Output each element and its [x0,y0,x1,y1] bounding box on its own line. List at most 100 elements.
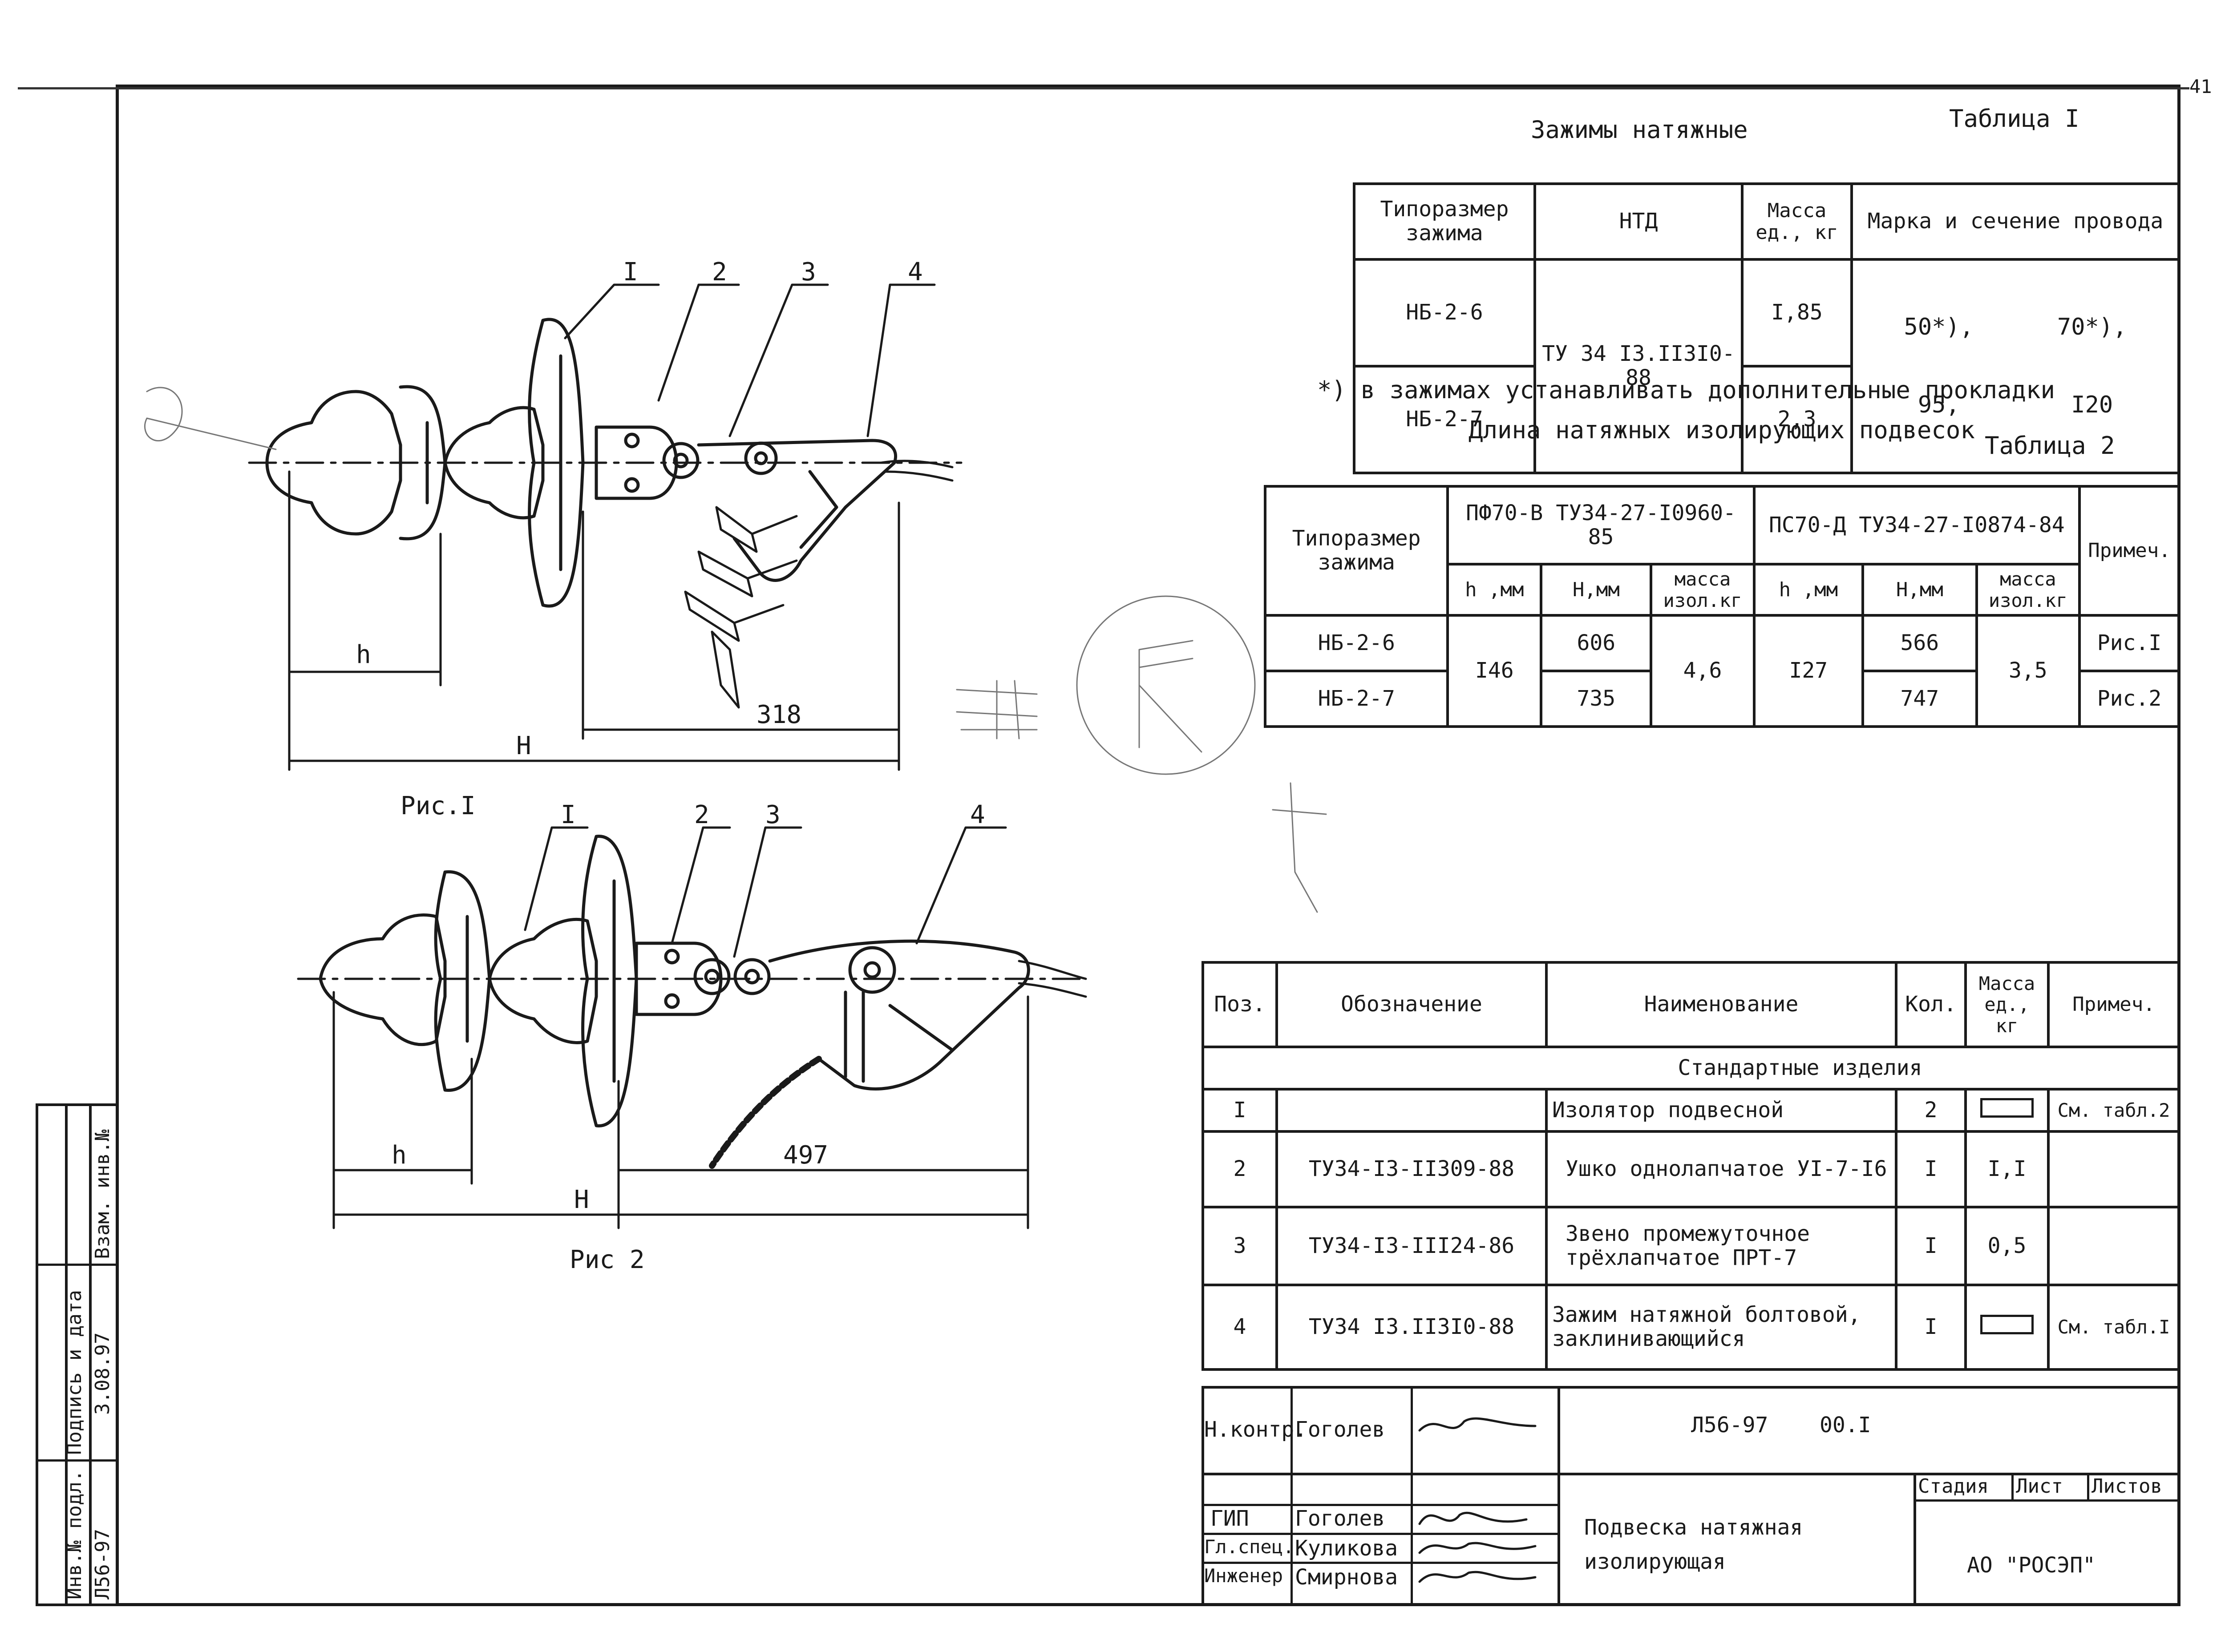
spec-r3-name: Звено промежуточное трёхлапчатое ПРТ-7 [1545,1206,1897,1286]
spec-header-mass: Масса ед., кг [1964,961,2050,1048]
spec-r4-mass [1964,1284,2050,1371]
spec-r2-qty: I [1895,1130,1967,1208]
table2: Типоразмер зажима ПФ70-В ТУ34-27-I0960-8… [1263,485,2180,728]
spec-r1-pos: I [1202,1088,1278,1133]
tb-col-sheets: Листов [2092,1475,2162,1498]
table-row: 4 ТУ34 I3.II3I0-88 Зажим натяжной болтов… [1202,1284,2180,1371]
fig2-callout-leaders [524,826,1007,958]
tb-role-engineer: Инженер [1204,1565,1283,1587]
t2-row2-note: Рис.2 [2078,670,2180,728]
spec-r3-note [2047,1206,2180,1286]
t1-row1-type: НБ-2-6 [1353,258,1536,368]
t2-mass2: 3,5 [1975,614,2081,728]
side-stamp: Инв.№ подл. Л56-97 Подпись и дата 3.08.9… [36,1103,118,1606]
table1-footnote: *) в зажимах устанавливать дополнительны… [1317,376,2055,404]
table-row: 2 ТУ34-I3-II309-88 Ушко однолапчатое УI-… [1202,1130,2180,1208]
tb-role-gip: ГИП [1210,1506,1249,1531]
fig1-dim-H: H [516,731,531,760]
fig1-dim-318: 318 [756,700,801,729]
side-sign-value: 3.08.97 [91,1332,114,1415]
t2-h1: I46 [1446,614,1543,728]
tb-col-stage: Стадия [1918,1475,1989,1498]
spec-r2-note [2047,1130,2180,1208]
fig1-drawing [248,283,963,771]
t2-row1-type: НБ-2-6 [1263,614,1449,672]
mass-placeholder-box [1980,1315,2034,1335]
t1-header-ntd: НТД [1533,182,1744,261]
fig2-insulator-2 [488,917,598,1044]
t2-row2-H1: 735 [1540,670,1653,728]
fig2-caption: Рис 2 [570,1245,645,1274]
spec-header-pos: Поз. [1202,961,1278,1048]
side-inv-no: Инв.№ подл. [63,1470,86,1599]
side-inv-value: Л56-97 [91,1529,114,1599]
t2-header-h2: h ,мм [1752,563,1865,617]
fig1-callout-4: 4 [908,258,923,287]
table2-number: Таблица 2 [1985,432,2115,460]
t1-header-wire: Марка и сечение провода [1850,182,2180,261]
trim-line-top [18,87,2189,89]
spec-r3-mass: 0,5 [1964,1206,2050,1286]
spec-r1-code [1275,1088,1548,1133]
fig1-link [662,442,700,479]
fig2-wire [709,1056,822,1169]
table2-title: Длина натяжных изолирующих подвесок [1468,416,1975,444]
spec-r3-pos: 3 [1202,1206,1278,1286]
fig1-caption: Рис.I [400,792,476,820]
tb-org: АО "РОСЭП" [1967,1553,2096,1578]
spec-r4-note: См. табл.I [2047,1284,2180,1371]
spec-r4-name: Зажим натяжной болтовой, заклинивающийся [1545,1284,1897,1371]
spec-r2-name: Ушко однолапчатое УI-7-I6 [1545,1130,1897,1208]
fig2-callout-2: 2 [694,800,709,829]
t2-h2: I27 [1752,614,1865,728]
t1-wire: 50*), 70*), 95, I20 [1850,258,2180,474]
fig1-callout-leaders [564,283,936,437]
fig2-dim-h: h [392,1141,407,1170]
t1-wire-line2: 95, I20 [1918,392,2113,419]
fig1-dimensions [288,470,900,771]
fig1-callout-2: 2 [712,258,727,287]
fig2-dimensions [332,991,1029,1229]
tb-role-glspec: Гл.спец. [1204,1536,1295,1558]
table1-number: Таблица I [1949,105,2079,133]
drawing-frame [116,85,2180,1606]
fig1-bolts [684,506,798,709]
t1-header-type: Типоразмер зажима [1353,182,1536,261]
spec-r2-mass: I,I [1964,1130,2050,1208]
fig2-dim-H: H [574,1185,589,1214]
fig2-callout-3: 3 [765,800,781,829]
spec-r1-qty: 2 [1895,1088,1967,1133]
t2-mass1: 4,6 [1650,614,1756,728]
t2-row1-H2: 566 [1861,614,1978,672]
spec-header-code: Обозначение [1275,961,1548,1048]
fig2-insulator-1 [319,913,447,1046]
t1-row2-type: НБ-2-7 [1353,364,1536,474]
fig1-insulator-2 [443,406,545,520]
t2-header-h1: h ,мм [1446,563,1543,617]
t2-header-group2: ПС70-Д ТУ34-27-I0874-84 [1752,485,2081,565]
fig1-dim-h: h [356,640,371,669]
fig1-clamp [697,439,897,582]
fig1-callout-1: I [623,258,638,287]
spec-header-qty: Кол. [1895,961,1967,1048]
spec-r3-code: ТУ34-I3-III24-86 [1275,1206,1548,1286]
tb-role-nkontr: Н.контр. [1204,1417,1307,1442]
spec-r1-note: См. табл.2 [2047,1088,2180,1133]
t2-row1-note: Рис.I [2078,614,2180,672]
table-row: I Изолятор подвесной 2 См. табл.2 [1202,1088,2180,1133]
tb-title: Подвеска натяжная изолирующая [1584,1515,1803,1574]
spec-r1-mass [1964,1088,2050,1133]
t2-header-mass1: масса изол.кг [1650,563,1756,617]
t2-row1-H1: 606 [1540,614,1653,672]
side-replace: Взам. инв.№ [91,1129,114,1259]
sheet-number: 41 [2189,76,2212,97]
title-block: Н.контр. Гоголев ГИП Гоголев Гл.спец. Ку… [1202,1386,2180,1606]
table1: Типоразмер зажима НТД Масса ед., кг Марк… [1353,182,2180,474]
fig2-drawing [297,826,1087,1229]
t1-wire-line1: 50*), 70*), [1904,314,2127,341]
spec-r1-name: Изолятор подвесной [1545,1088,1897,1133]
spec-r4-code: ТУ34 I3.II3I0-88 [1275,1284,1548,1371]
mass-placeholder-box [1980,1098,2034,1118]
spec-section: Стандартные изделия [1202,1046,2180,1091]
fig1-callout-3: 3 [801,258,816,287]
